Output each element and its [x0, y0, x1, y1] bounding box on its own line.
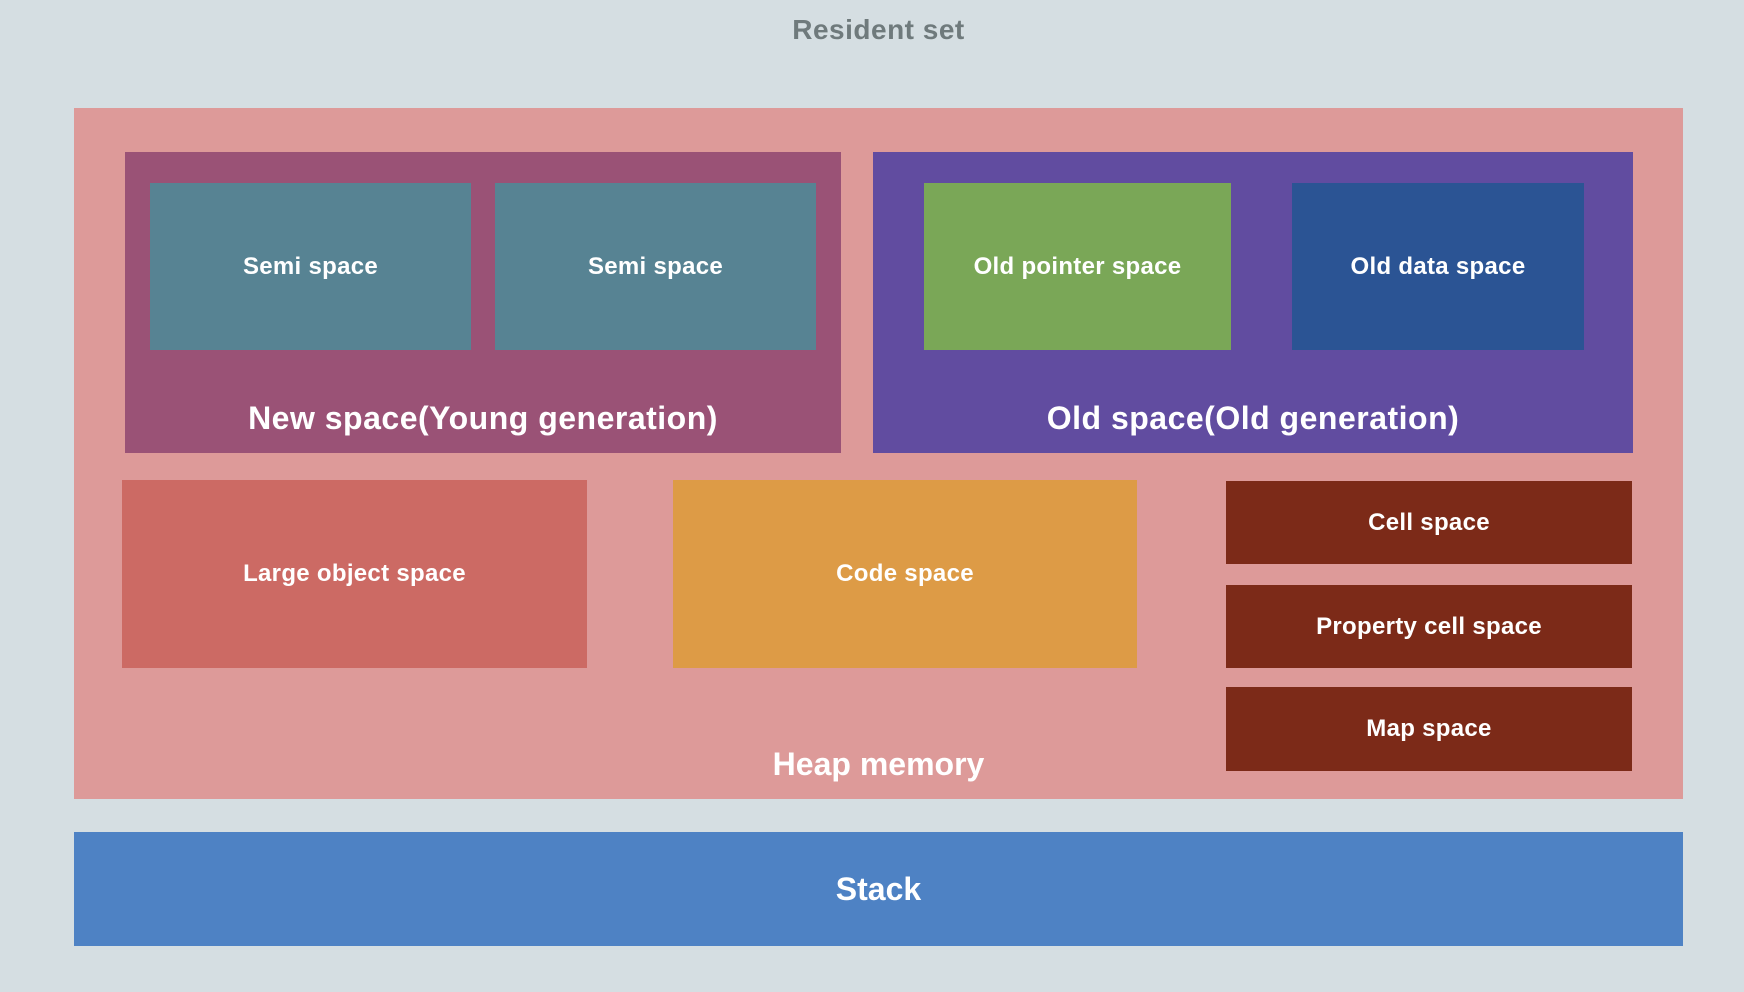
large-object-space-box: Large object space — [122, 480, 587, 668]
old-space-label: Old space(Old generation) — [1046, 400, 1460, 436]
new-space-label: New space(Young generation) — [248, 400, 718, 436]
property-cell-space-box: Property cell space — [1226, 585, 1632, 668]
heap-memory-region: Semi space Semi space New space(Young ge… — [74, 108, 1683, 799]
old-data-space-box: Old data space — [1292, 183, 1584, 350]
old-pointer-space-box: Old pointer space — [924, 183, 1231, 350]
cell-space-box: Cell space — [1226, 481, 1632, 564]
semi-space-box-1: Semi space — [150, 183, 471, 350]
semi-space-box-2: Semi space — [495, 183, 816, 350]
old-space-region: Old pointer space Old data space Old spa… — [873, 152, 1633, 453]
code-space-box: Code space — [673, 480, 1137, 668]
heap-memory-label: Heap memory — [772, 746, 985, 782]
map-space-box: Map space — [1226, 687, 1632, 771]
diagram-title: Resident set — [792, 14, 965, 45]
stack-region: Stack — [74, 832, 1683, 946]
new-space-region: Semi space Semi space New space(Young ge… — [125, 152, 841, 453]
